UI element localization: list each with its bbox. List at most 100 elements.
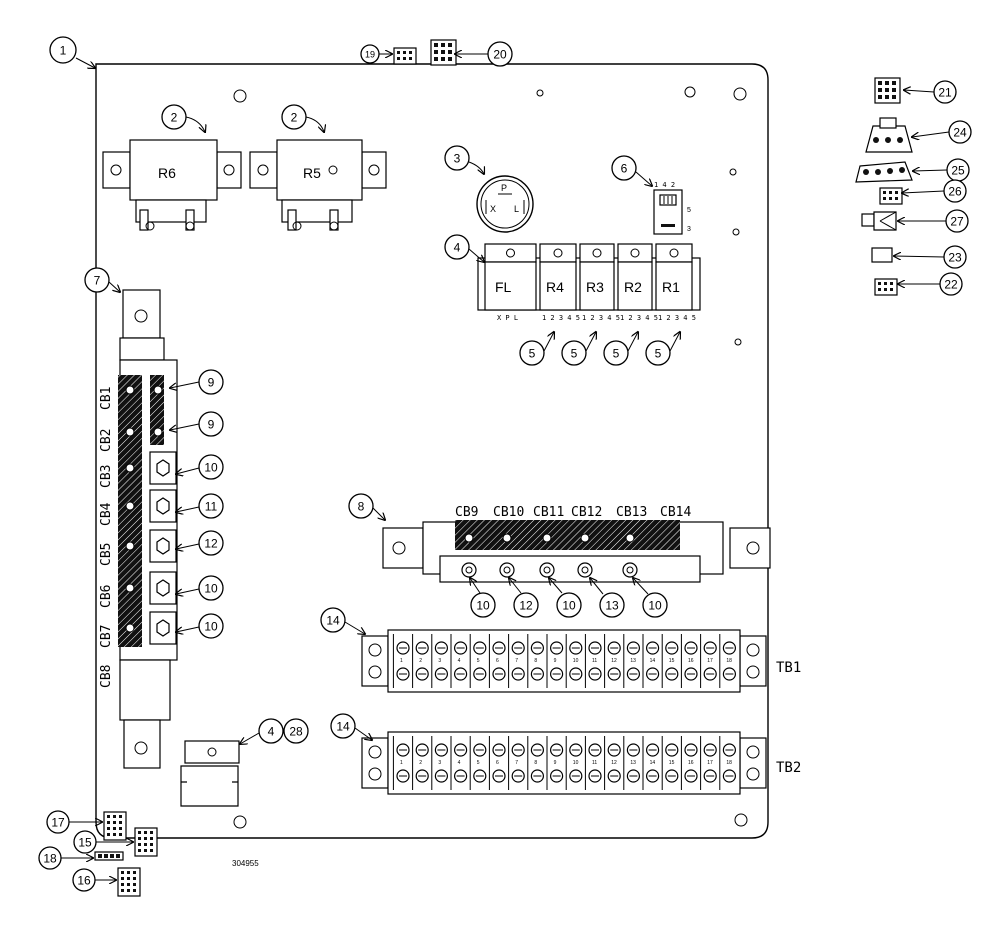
tb1-end-hole xyxy=(746,643,760,657)
breaker-nut xyxy=(156,579,170,597)
callout-leader-c12a xyxy=(176,543,200,549)
callout-leader-c6 xyxy=(635,171,652,186)
relay-pins-r1: 1 2 3 4 5 xyxy=(658,314,696,322)
callout-circle-c27 xyxy=(945,209,969,233)
callout-number-c5b: 5 xyxy=(571,347,578,361)
breaker-nut-center xyxy=(626,566,634,574)
callout-number-c12a: 12 xyxy=(204,537,218,551)
relay-block-tab xyxy=(617,243,653,263)
relay-block-tab xyxy=(579,243,615,263)
breaker-label-cb10: CB10 xyxy=(493,505,524,520)
tb1-terminal-number: 16 xyxy=(688,658,694,664)
breaker-label-cb5: CB5 xyxy=(99,543,114,566)
callout-circle-c5d xyxy=(645,340,671,366)
breaker-terminal-left xyxy=(125,541,135,551)
callout-number-c5c: 5 xyxy=(613,347,620,361)
connector-15-pin xyxy=(150,849,153,852)
connector-26-pin xyxy=(895,197,898,200)
callout-leader-c4b xyxy=(240,732,260,744)
breaker-nut xyxy=(499,562,515,578)
breaker-nut-center xyxy=(543,566,551,574)
connector-20-pin xyxy=(441,50,445,54)
connector-18 xyxy=(94,851,124,861)
connector-17-pin xyxy=(119,833,122,836)
callout-leader-c10e xyxy=(549,578,563,594)
switch-pins-top: 1 4 2 xyxy=(654,181,675,189)
tb2-terminal-number: 13 xyxy=(630,760,636,766)
breaker-nut xyxy=(622,562,638,578)
tb1-terminal-number: 14 xyxy=(650,658,656,664)
tb1-terminal-number: 3 xyxy=(438,658,441,664)
callout-circle-c10a xyxy=(198,454,224,480)
connector-15-pin xyxy=(138,849,141,852)
relay-pins-fl: X P L xyxy=(497,314,518,322)
breaker-terminal-left xyxy=(125,583,135,593)
callout-circle-c2a xyxy=(161,104,187,130)
tb1-label: TB1 xyxy=(776,660,801,676)
connector-22-pin xyxy=(890,282,893,285)
switch-pin-3: 3 xyxy=(687,226,691,233)
connector-17-pin xyxy=(107,815,110,818)
relay-block-cell xyxy=(617,261,653,311)
callout-circle-c9a xyxy=(198,369,224,395)
callout-circle-c9b xyxy=(198,411,224,437)
tb2-terminal-number: 8 xyxy=(534,760,537,766)
callout-number-c4b: 4 xyxy=(268,725,275,739)
tb2-terminal-number: 3 xyxy=(438,760,441,766)
tb2-end-hole xyxy=(368,745,382,759)
connector-19-pin xyxy=(409,57,412,60)
callout-leader-c25 xyxy=(913,170,948,171)
callout-number-c1: 1 xyxy=(60,44,67,58)
callout-leader-c4a xyxy=(468,248,484,262)
relay-block-tab xyxy=(539,243,577,263)
callout-number-c15: 15 xyxy=(78,836,92,850)
connector-21-pin xyxy=(878,81,882,85)
callout-number-c5a: 5 xyxy=(529,347,536,361)
connector-22-pin xyxy=(884,288,887,291)
connector-22 xyxy=(874,278,898,296)
callout-leader-c10c xyxy=(176,626,200,632)
callout-leader-c10b xyxy=(176,588,200,594)
tb1-terminal-number: 11 xyxy=(592,658,597,664)
connector-26-pin xyxy=(889,197,892,200)
relay-block-tab-hole xyxy=(506,248,515,258)
connector-15-pin xyxy=(144,849,147,852)
callout-circle-c4b xyxy=(258,718,284,744)
callout-number-c8: 8 xyxy=(358,500,365,514)
connector-21-pin xyxy=(885,88,889,92)
tb2-terminal-number: 11 xyxy=(592,760,597,766)
callout-number-c10f: 10 xyxy=(648,599,662,613)
connector-16-pin xyxy=(133,871,136,874)
callout-leader-c2b xyxy=(305,116,324,132)
tb1-terminal-number: 4 xyxy=(458,658,461,664)
relay-block-tab xyxy=(484,243,537,263)
connector-19-pin xyxy=(403,51,406,54)
breaker-label-cb11: CB11 xyxy=(533,505,564,520)
tb2-end-hole xyxy=(746,767,760,781)
breaker-nut xyxy=(156,619,170,637)
callout-leader-c2a xyxy=(185,116,205,132)
relay-r6-label: R6 xyxy=(158,165,176,181)
relay-label-r4: R4 xyxy=(546,279,564,295)
connector-20-pin xyxy=(434,50,438,54)
connector-15-pin xyxy=(144,831,147,834)
relay-pins-r2: 1 2 3 4 5 xyxy=(620,314,658,322)
tb2-terminal-number: 15 xyxy=(669,760,675,766)
callout-leader-c11 xyxy=(176,506,200,512)
tb2-terminal-number: 17 xyxy=(707,760,713,766)
connector-18-pin xyxy=(98,854,102,858)
tb1-terminal-number: 5 xyxy=(477,658,480,664)
callout-number-c10e: 10 xyxy=(562,599,576,613)
flasher: P X L xyxy=(476,175,534,233)
callout-leader-c10d xyxy=(470,578,481,594)
terminal-27 xyxy=(861,211,897,231)
callout-number-c10d: 10 xyxy=(476,599,490,613)
breaker-terminal-right xyxy=(153,427,163,437)
tb2-end-hole xyxy=(368,767,382,781)
callout-circle-c8 xyxy=(348,493,374,519)
callout-number-c17: 17 xyxy=(51,816,65,830)
callout-number-c10c: 10 xyxy=(204,620,218,634)
connector-16-pin xyxy=(121,883,124,886)
